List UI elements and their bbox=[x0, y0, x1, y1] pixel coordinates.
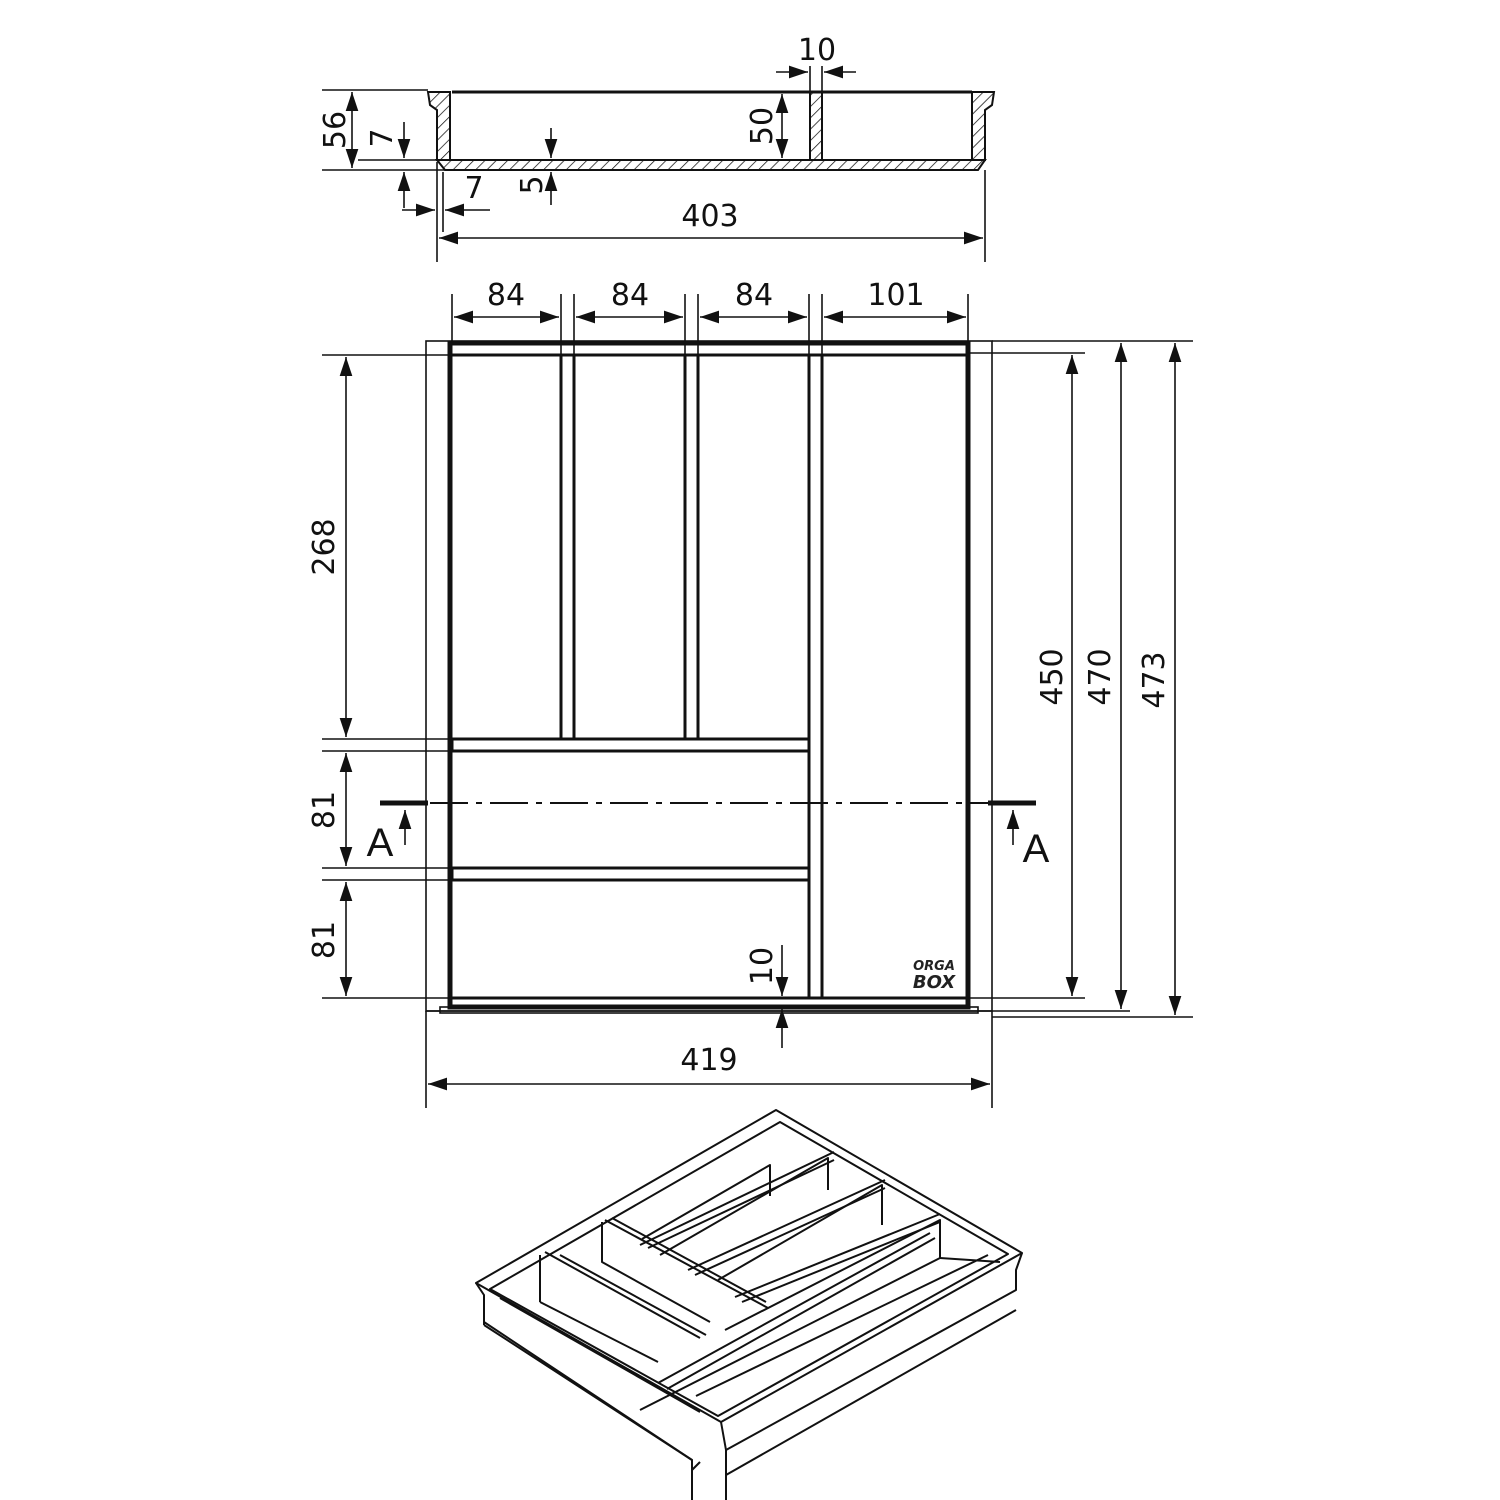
dim-inner-height: 50 bbox=[745, 107, 780, 145]
orgabox-logo: ORGA BOX bbox=[913, 959, 956, 993]
dim-compartment-1: 84 bbox=[487, 278, 525, 313]
section-view: 56 7 7 5 50 10 403 bbox=[318, 33, 996, 262]
dim-lip-horizontal: 7 bbox=[464, 171, 483, 206]
dim-overall-height: 56 bbox=[318, 111, 353, 149]
dim-divider-thickness: 10 bbox=[798, 33, 836, 68]
dim-compartment-3: 84 bbox=[735, 278, 773, 313]
dim-end-wall: 10 bbox=[745, 947, 780, 985]
dim-base-width: 403 bbox=[681, 199, 738, 234]
dim-left-height-2: 81 bbox=[307, 791, 342, 829]
dim-bottom-thickness: 5 bbox=[515, 175, 550, 194]
dim-inner-length: 450 bbox=[1035, 648, 1070, 705]
dim-left-height-3: 81 bbox=[307, 921, 342, 959]
section-marker-left: A bbox=[367, 821, 394, 865]
dim-compartment-4: 101 bbox=[867, 278, 924, 313]
isometric-view bbox=[475, 1109, 1023, 1500]
dim-lip-vertical: 7 bbox=[365, 128, 400, 147]
dim-overall-length: 473 bbox=[1137, 651, 1172, 708]
plan-view: A A ORGA BOX 84 84 84 101 268 bbox=[307, 278, 1193, 1108]
svg-text:BOX: BOX bbox=[913, 972, 956, 993]
dim-left-height-1: 268 bbox=[307, 518, 342, 575]
section-marker-right: A bbox=[1023, 827, 1050, 871]
dim-overall-width: 419 bbox=[680, 1043, 737, 1078]
svg-text:ORGA: ORGA bbox=[913, 959, 955, 974]
dim-body-length: 470 bbox=[1083, 648, 1118, 705]
dim-compartment-2: 84 bbox=[611, 278, 649, 313]
